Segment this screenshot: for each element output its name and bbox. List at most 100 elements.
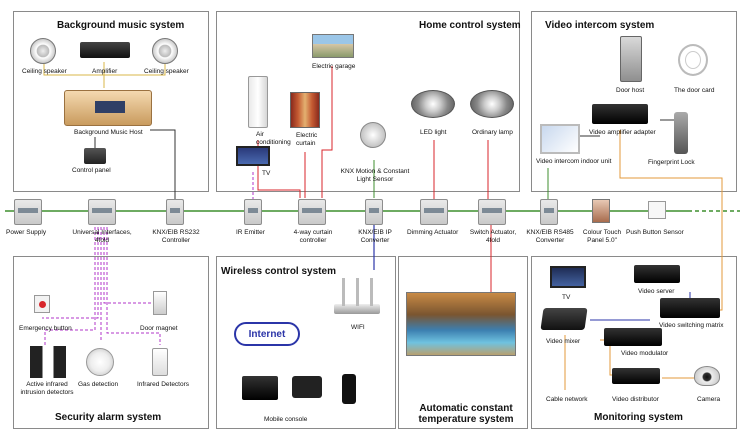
fingerprint-lock-icon: [674, 112, 688, 154]
ir-emitter-label: IR Emitter: [236, 229, 265, 236]
ip-converter-device: [365, 199, 383, 225]
monitoring-tv-label: TV: [562, 294, 571, 301]
video-modulator-icon: [604, 328, 662, 346]
camera-label: Camera: [697, 396, 721, 403]
push-button-sensor-icon: [648, 201, 666, 219]
video-switching-matrix-label: Video switching matrix: [659, 322, 724, 329]
switch-actuator-label: Switch Actuator, 4fold: [466, 229, 520, 244]
emergency-button-icon: [34, 295, 50, 313]
electric-garage-label: Electric garage: [312, 63, 356, 70]
control-panel-label: Control panel: [72, 167, 111, 174]
power-supply-label: Power Supply: [6, 229, 47, 236]
door-magnet-label: Door magnet: [140, 325, 178, 332]
video-switching-matrix-icon: [660, 298, 720, 318]
gas-detection-label: Gas detection: [78, 381, 119, 388]
home-control-title: Home control system: [419, 20, 521, 31]
ordinary-lamp-label: Ordinary lamp: [472, 129, 513, 136]
video-mixer-label: Video mixer: [546, 338, 581, 345]
rs232-controller-label: KNX/EIB RS232 Controller: [148, 229, 204, 244]
colour-touch-panel-icon: [592, 199, 610, 223]
monitoring-tv-icon: [550, 266, 586, 288]
ip-converter-label: KNX/EIB IP Converter: [348, 229, 402, 244]
active-infrared-text: Active infrared intrusion detectors: [20, 381, 74, 396]
constant-temperature-text: Automatic constant temperature system: [418, 403, 514, 425]
amplifier-label: Amplifier: [92, 68, 118, 75]
door-card-icon: [678, 44, 708, 76]
constant-temperature-title: Automatic constant temperature system: [408, 403, 524, 425]
video-modulator-label: Video modulator: [621, 350, 669, 357]
background-music-title: Background music system: [57, 20, 185, 31]
dimming-actuator-label: Dimming Actuator: [407, 229, 459, 236]
led-light-icon: [411, 90, 455, 118]
motion-sensor-label: KNX Motion & Constant Light Sensor: [337, 168, 413, 183]
monitoring-title: Monitoring system: [594, 412, 683, 423]
laptop-icon: [242, 376, 278, 400]
motion-sensor-icon: [360, 122, 386, 148]
rs232-controller-device: [166, 199, 184, 225]
ir-emitter-device: [244, 199, 262, 225]
video-amplifier-adapter-label: Video amplifier adapter: [589, 129, 656, 136]
video-distributor-label: Video distributor: [612, 396, 659, 403]
video-amplifier-adapter-icon: [592, 104, 648, 124]
music-host-label: Background Music Host: [74, 129, 143, 136]
air-conditioning-text: Air conditioning: [256, 131, 291, 146]
led-light-label: LED light: [420, 129, 447, 136]
amplifier-icon: [80, 42, 130, 58]
air-conditioner-icon: [248, 76, 268, 128]
tv-icon: [236, 146, 270, 166]
infrared-detector-icon: [152, 348, 168, 376]
wifi-router-body: [334, 304, 380, 314]
ceiling-speaker-right-icon: [152, 38, 178, 64]
door-host-label: Door host: [616, 87, 645, 94]
internet-label: Internet: [248, 329, 286, 340]
gas-detector-icon: [86, 348, 114, 376]
security-alarm-panel: [13, 256, 209, 429]
emergency-button-label: Emergency button: [19, 325, 72, 332]
tablet-icon: [292, 376, 322, 398]
rs485-converter-device: [540, 199, 558, 225]
active-infrared-icon: [30, 346, 66, 378]
curtain-controller-text: 4-way curtain controller: [293, 229, 333, 244]
wifi-antenna-2: [356, 278, 359, 306]
fingerprint-lock-label: Fingerprint Lock: [648, 159, 695, 166]
door-card-label: The door card: [674, 87, 715, 94]
mobile-console-label: Mobile console: [264, 416, 308, 423]
wifi-label: WIFI: [351, 324, 365, 331]
wireless-control-panel: [216, 256, 396, 429]
universal-interfaces-label: Universal Interfaces, 4fold: [69, 229, 135, 244]
camera-icon: [694, 366, 720, 386]
rs485-converter-label: KNX/EIB RS485 Converter: [522, 229, 578, 244]
curtain-controller-label: 4-way curtain controller: [286, 229, 340, 244]
curtain-photo-icon: [290, 92, 320, 128]
door-host-icon: [620, 36, 642, 82]
ceiling-speaker-left-icon: [30, 38, 56, 64]
internet-cloud-icon: Internet: [234, 322, 300, 346]
door-magnet-icon: [153, 291, 167, 315]
video-server-label: Video server: [638, 288, 675, 295]
video-mixer-icon: [540, 308, 588, 330]
music-host-display: [95, 101, 125, 113]
switch-actuator-text: Switch Actuator, 4fold: [469, 229, 517, 244]
wifi-router-icon: [334, 278, 380, 314]
dimming-actuator-device: [420, 199, 448, 225]
cable-network-label: Cable network: [546, 396, 588, 403]
rs232-controller-text: KNX/EIB RS232 Controller: [152, 229, 200, 244]
colour-touch-panel-text: Colour Touch Panel 5.0": [582, 229, 622, 244]
emergency-button-knob: [39, 301, 46, 308]
smartphone-icon: [342, 374, 356, 404]
indoor-unit-icon: [540, 124, 580, 154]
switch-actuator-device: [478, 199, 506, 225]
electric-curtain-label: Electric curtain: [296, 132, 324, 147]
video-server-icon: [634, 265, 680, 283]
ordinary-lamp-icon: [470, 90, 514, 118]
universal-interfaces-device: [88, 199, 116, 225]
ceiling-speaker-left-label: Ceiling speaker: [22, 68, 67, 75]
motion-sensor-text: KNX Motion & Constant Light Sensor: [340, 168, 410, 183]
wifi-antenna-1: [342, 278, 345, 306]
tv-label: TV: [262, 170, 271, 177]
pool-photo-icon: [406, 292, 516, 356]
colour-touch-panel-label: Colour Touch Panel 5.0": [582, 229, 622, 244]
universal-interfaces-text: Universal Interfaces, 4fold: [72, 229, 132, 244]
indoor-unit-label: Video intercom indoor unit: [536, 158, 612, 165]
power-supply-device: [14, 199, 42, 225]
